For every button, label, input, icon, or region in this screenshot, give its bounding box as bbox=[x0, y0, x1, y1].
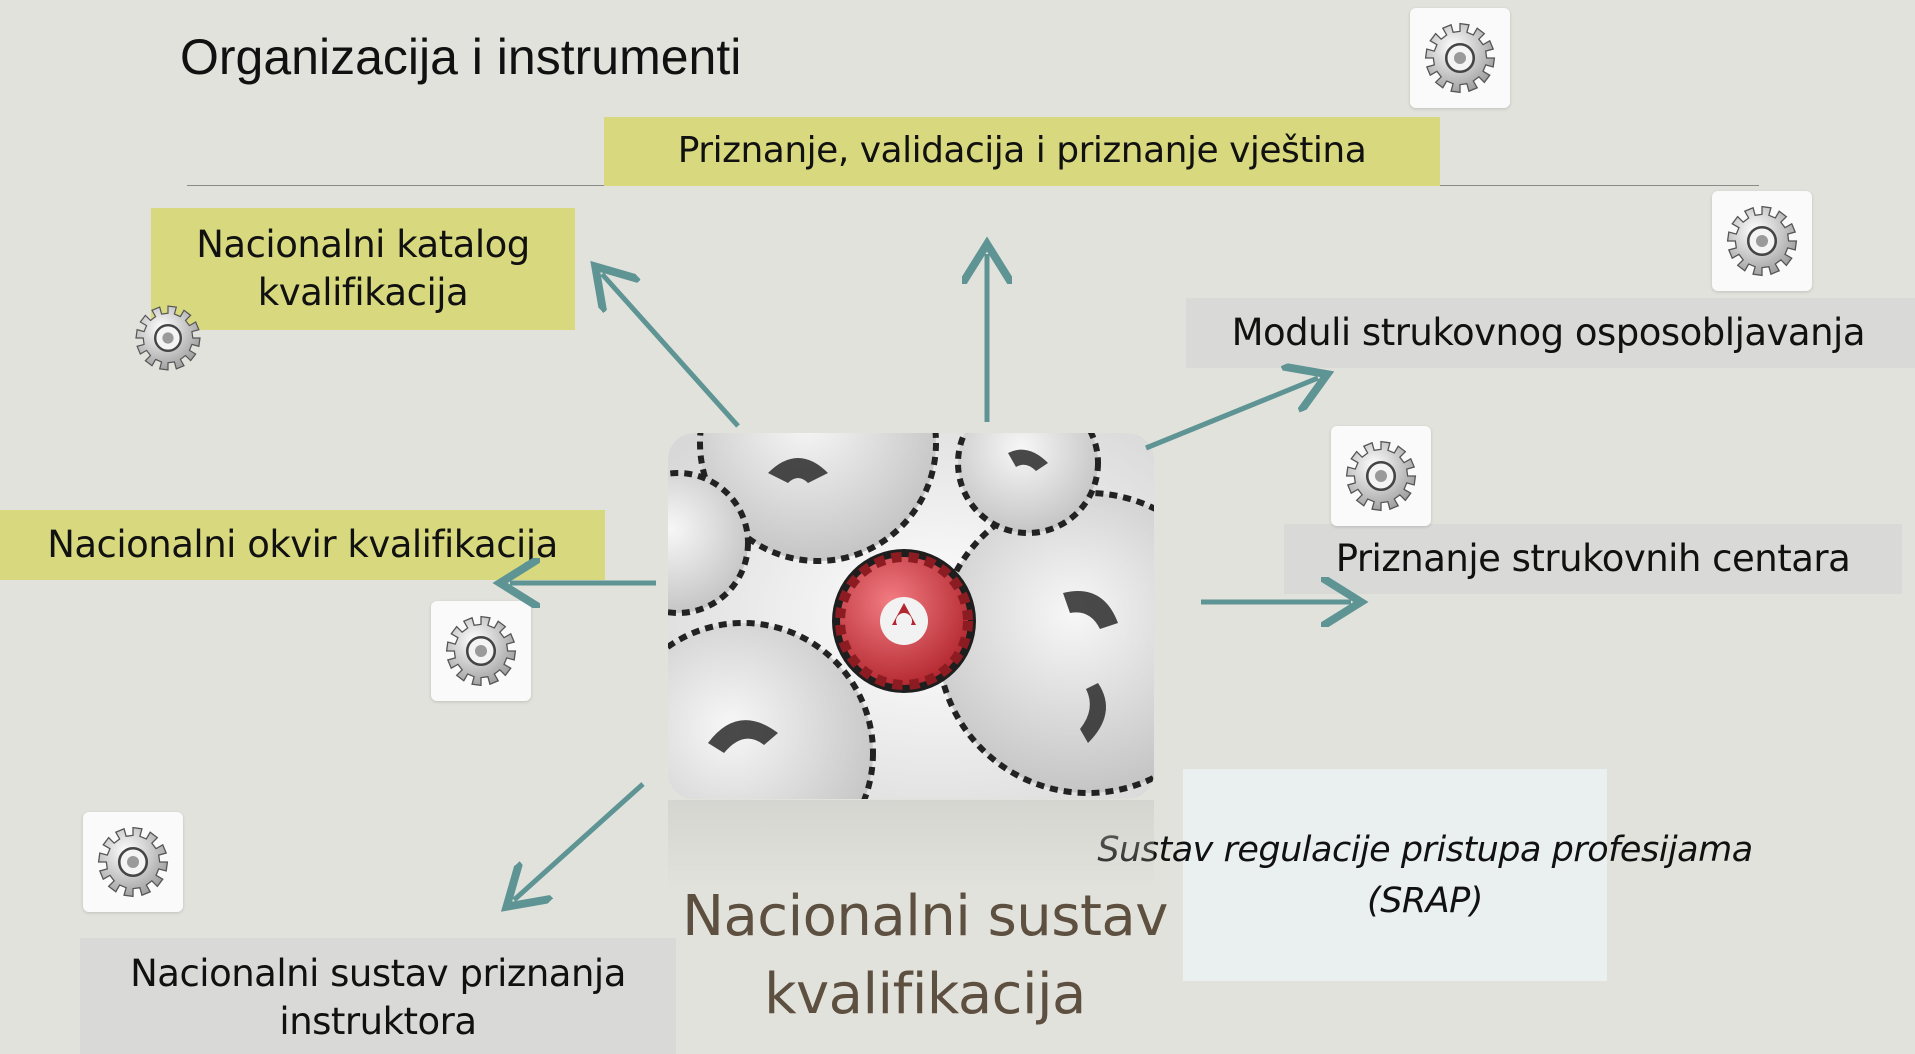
arrow-to-katalog bbox=[602, 274, 740, 428]
box-srap-text: Sustav regulacije pristupa profesijama (… bbox=[1060, 825, 1790, 927]
gears-image-reflection bbox=[668, 800, 1154, 890]
gear-icon bbox=[1331, 426, 1431, 526]
arrow-to-moduli bbox=[1145, 378, 1318, 451]
gears-image bbox=[668, 433, 1154, 799]
gear-icon bbox=[83, 812, 183, 912]
box-nacionalni-okvir-label: Nacionalni okvir kvalifikacija bbox=[47, 522, 558, 566]
box-priznanje-instruktora: Nacionalni sustav priznanja instruktora bbox=[80, 938, 676, 1054]
slide-title: Organizacija i instrumenti bbox=[180, 29, 742, 85]
box-priznanje-validacija-label: Priznanje, validacija i priznanje vješti… bbox=[677, 130, 1367, 172]
box-nacionalni-katalog-line1: Nacionalni katalog bbox=[196, 222, 530, 266]
srap-line1: Sustav regulacije pristupa profesijama bbox=[1097, 830, 1753, 870]
box-nacionalni-katalog-line2: kvalifikacija bbox=[257, 271, 469, 314]
arrow-to-instruktori bbox=[514, 782, 645, 900]
box-nacionalni-katalog: Nacionalni katalog kvalifikacija bbox=[151, 208, 575, 330]
gear-icon bbox=[1410, 8, 1510, 108]
box-priznanje-validacija: Priznanje, validacija i priznanje vješti… bbox=[604, 117, 1440, 186]
center-caption: Nacionalni sustav kvalifikacija bbox=[640, 878, 1210, 1035]
center-caption-line1: Nacionalni sustav bbox=[682, 884, 1168, 949]
box-strukovni-centri-label: Priznanje strukovnih centara bbox=[1335, 536, 1851, 580]
box-priznanje-instruktora-line2: instruktora bbox=[279, 1000, 477, 1044]
gear-icon bbox=[431, 601, 531, 701]
box-moduli-label: Moduli strukovnog osposobljavanja bbox=[1231, 310, 1866, 354]
box-srap-background bbox=[1183, 769, 1607, 981]
box-priznanje-instruktora-line1: Nacionalni sustav priznanja bbox=[130, 952, 626, 995]
box-strukovni-centri: Priznanje strukovnih centara bbox=[1284, 524, 1902, 594]
gear-icon bbox=[128, 298, 208, 378]
box-moduli: Moduli strukovnog osposobljavanja bbox=[1186, 298, 1915, 368]
center-caption-line2: kvalifikacija bbox=[764, 962, 1086, 1028]
srap-line2: (SRAP) bbox=[1367, 880, 1483, 921]
gear-icon bbox=[1712, 191, 1812, 291]
